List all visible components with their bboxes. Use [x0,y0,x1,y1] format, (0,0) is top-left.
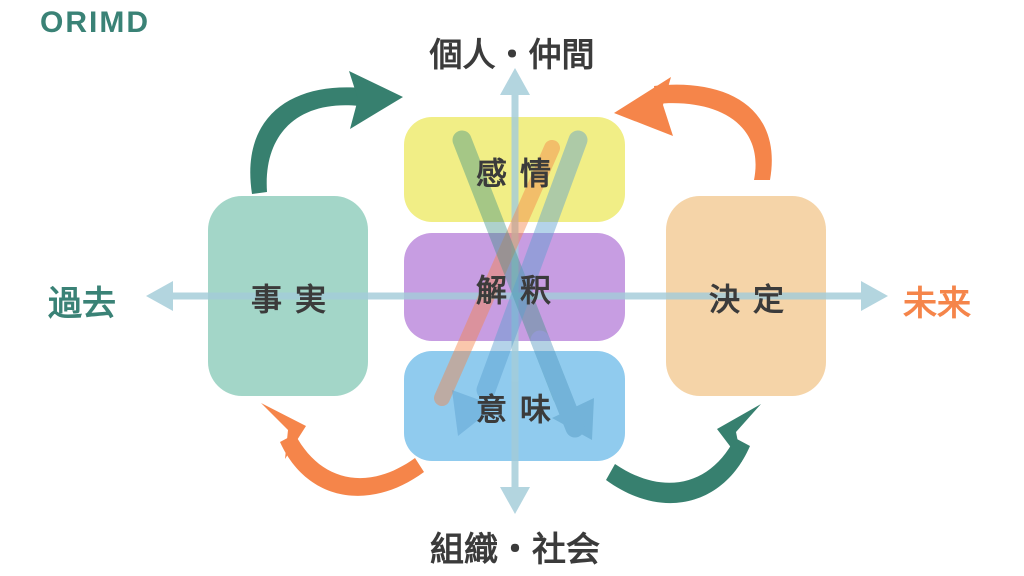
vertical-axis-icon [500,68,530,514]
cycle-arrow-top-right-icon [614,77,772,180]
cycle-arrow-bottom-left-icon [261,403,424,496]
cycle-arrow-top-left-icon [250,71,403,194]
cross-orange-stripe-icon [434,140,560,406]
cross-arrow-right-to-left-icon [452,130,588,436]
horizontal-axis-icon [146,281,888,311]
cross-arrows [434,130,594,440]
cross-arrow-left-to-right-icon [452,130,594,440]
cycle-arrow-bottom-right-icon [606,404,761,504]
